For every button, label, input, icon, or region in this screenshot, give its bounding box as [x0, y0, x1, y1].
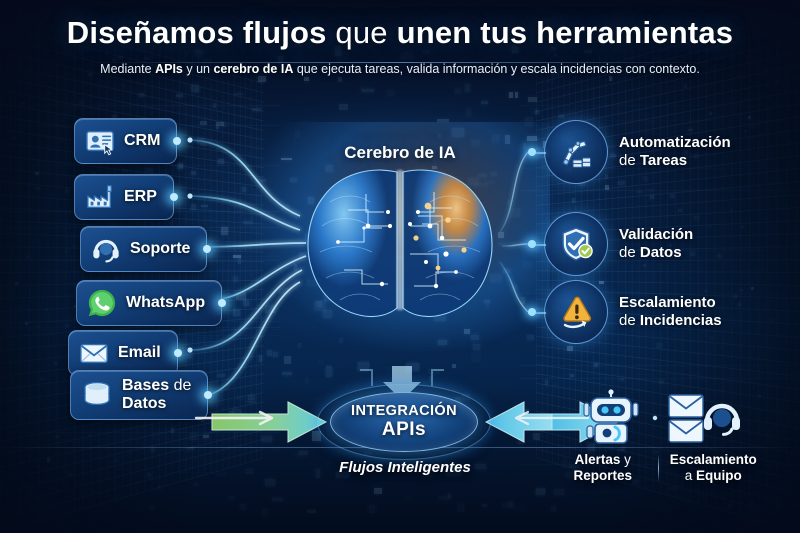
- downflow-chevron: [360, 366, 444, 400]
- feature-connector-line: [528, 244, 546, 246]
- robot-arm-icon: [562, 140, 591, 168]
- feature-line2-bold: Incidencias: [639, 312, 722, 329]
- envelope-icon: [80, 343, 108, 364]
- feature-connector-line: [528, 312, 546, 314]
- header-divider: [90, 62, 710, 63]
- output-a-normal: a: [684, 468, 696, 484]
- source-label-line2: Datos: [122, 394, 167, 412]
- source-label: Email: [118, 344, 161, 362]
- ai-brain-icon: [307, 169, 493, 318]
- feature-line2-normal: de: [619, 152, 640, 169]
- feature-icon-ring: [544, 120, 608, 184]
- robot-icon[interactable]: [579, 389, 643, 447]
- source-label-line1-bold: Bases: [122, 377, 170, 394]
- hub-oval: [330, 392, 478, 452]
- factory-icon: [87, 185, 112, 209]
- feature-line2-bold: Datos: [639, 244, 682, 261]
- output-label-separator: [657, 454, 659, 483]
- feature-line1: Escalamiento: [619, 294, 716, 312]
- hub-outer-ring: [317, 384, 491, 460]
- inbound-arrow: [194, 401, 328, 443]
- feature-icon-ring: [544, 212, 608, 276]
- whatsapp-icon: [88, 289, 116, 317]
- feature-node-dot: [528, 240, 536, 248]
- shield-check-icon: [562, 227, 593, 261]
- source-label: Soporte: [130, 240, 191, 258]
- output-alertas-normal: y: [620, 452, 631, 467]
- subtitle-bold-brain: cerebro de IA: [213, 62, 294, 77]
- source-pill-whatsapp[interactable]: WhatsApp: [76, 280, 227, 326]
- node-dot: [203, 245, 212, 253]
- node-dot: [169, 193, 178, 201]
- feature-card-validacion[interactable]: Validación de Datos: [528, 212, 693, 276]
- source-pill-crm[interactable]: CRM: [74, 118, 182, 164]
- title-bold-1: Diseñamos flujos: [66, 15, 327, 50]
- output-icons-group: [560, 388, 760, 448]
- feature-line2-normal: de: [619, 312, 640, 329]
- headset-icon: [93, 239, 119, 263]
- warning-escalation-icon: [563, 296, 592, 329]
- subtitle-post: que ejecuta tareas, valida información y…: [293, 62, 700, 77]
- output-label-escalamiento: Escalamiento a Equipo: [659, 452, 769, 484]
- node-dot: [218, 299, 227, 307]
- hub-text: INTEGRACIÓN APIs: [330, 392, 478, 452]
- feature-node-dot: [528, 148, 536, 156]
- feature-line1: Validación: [619, 226, 694, 244]
- source-label: ERP: [124, 188, 157, 206]
- node-dot: [204, 390, 213, 399]
- hub-line1: INTEGRACIÓN: [351, 403, 457, 420]
- output-reportes: Reportes: [573, 468, 632, 484]
- feature-card-automatizacion[interactable]: Automatización de Tareas: [528, 120, 731, 184]
- feature-card-escalamiento[interactable]: Escalamiento de Incidencias: [528, 280, 722, 344]
- header: Diseñamos flujos que unen tus herramient…: [0, 0, 800, 96]
- separator-dot-icon: [652, 415, 658, 421]
- page-subtitle: Mediante APIs y un cerebro de IA que eje…: [0, 50, 800, 76]
- feature-line1: Automatización: [619, 134, 731, 152]
- feature-icon-ring: [544, 280, 608, 344]
- contact-card-icon: [86, 130, 114, 156]
- feature-node-dot: [528, 308, 536, 316]
- output-equipo-bold: Equipo: [696, 468, 742, 484]
- source-label: CRM: [124, 132, 161, 150]
- ai-brain-visual: [250, 122, 550, 353]
- source-label: WhatsApp: [126, 294, 206, 312]
- outbound-arrow: [484, 401, 620, 443]
- title-normal: que: [326, 15, 397, 50]
- source-pill-soporte[interactable]: Soporte: [80, 226, 212, 272]
- subtitle-bold-apis: APIs: [155, 62, 183, 77]
- feature-text: Automatización de Tareas: [619, 134, 731, 169]
- feature-text: Validación de Datos: [619, 226, 693, 261]
- source-pill-bases-de-datos[interactable]: Bases de Datos: [70, 370, 213, 420]
- output-alertas-bold: Alertas: [574, 452, 621, 467]
- title-bold-2: unen tus herramientas: [396, 15, 734, 50]
- feature-line2-bold: Tareas: [639, 152, 688, 169]
- page-title: Diseñamos flujos que unen tus herramient…: [0, 0, 800, 50]
- vignette-top: [0, 0, 800, 120]
- node-dot: [173, 349, 182, 357]
- source-label-line1-normal: de: [169, 377, 192, 394]
- headset-agent-icon: [704, 403, 740, 436]
- source-label: Bases de Datos: [122, 377, 191, 413]
- subtitle-pre: Mediante: [100, 62, 156, 77]
- hub-line2: APIs: [381, 418, 427, 440]
- output-escalamiento: Escalamiento: [669, 452, 757, 467]
- feature-line2-normal: de: [619, 244, 640, 261]
- subtitle-mid: y un: [182, 62, 214, 77]
- output-label-alertas: Alertas y Reportes: [548, 452, 658, 484]
- output-labels: Alertas y Reportes Escalamiento a Equipo: [548, 452, 768, 484]
- node-dot: [173, 137, 182, 145]
- source-pill-erp[interactable]: ERP: [74, 174, 178, 220]
- hub-caption: Flujos Inteligentes: [339, 459, 471, 476]
- feature-connector-line: [528, 152, 546, 154]
- database-icon: [84, 381, 110, 405]
- feature-text: Escalamiento de Incidencias: [619, 294, 722, 329]
- brain-label: Cerebro de IA: [344, 143, 456, 162]
- integration-hub[interactable]: INTEGRACIÓN APIs: [317, 384, 491, 460]
- mail-stack-icon[interactable]: [667, 389, 741, 447]
- flow-arrows: [194, 366, 620, 443]
